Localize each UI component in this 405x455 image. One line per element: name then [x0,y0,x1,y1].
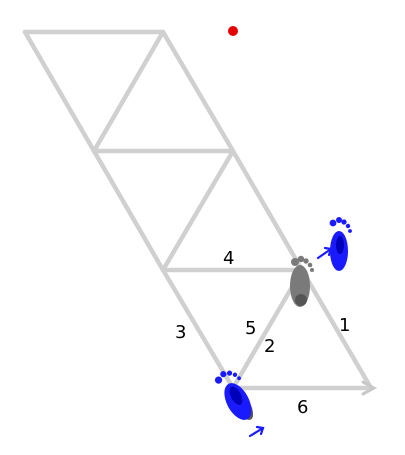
blue-footprint-icon [214,370,254,420]
edge-label-1: 1 [339,315,350,336]
grid-edge-1 [299,267,374,391]
edge-labels: 4 3 5 2 1 6 [175,248,350,418]
edge-6-arrowhead [361,380,378,396]
red-dot-icon [228,26,238,36]
grid-edge-left-middle [91,148,166,273]
direction-arrow-icon [316,246,333,260]
grid-edge-right-upper [160,29,236,154]
grid-edges [22,29,374,391]
blue-footprint-icon [329,217,352,271]
grid-edge-right-middle [230,148,305,273]
direction-arrow-icon [248,425,265,438]
edge-label-5: 5 [245,318,256,339]
edge-label-6: 6 [297,397,308,418]
gray-footprint-icon [290,255,314,307]
grid-edge-diag-a [91,29,166,154]
edge-label-3: 3 [175,322,186,343]
edge-label-4: 4 [223,248,234,269]
grid-edge-diag-b [160,148,236,273]
grid-edge-left-upper [22,29,97,154]
grid-edge-3 [160,267,236,391]
edge-label-2: 2 [264,336,275,357]
